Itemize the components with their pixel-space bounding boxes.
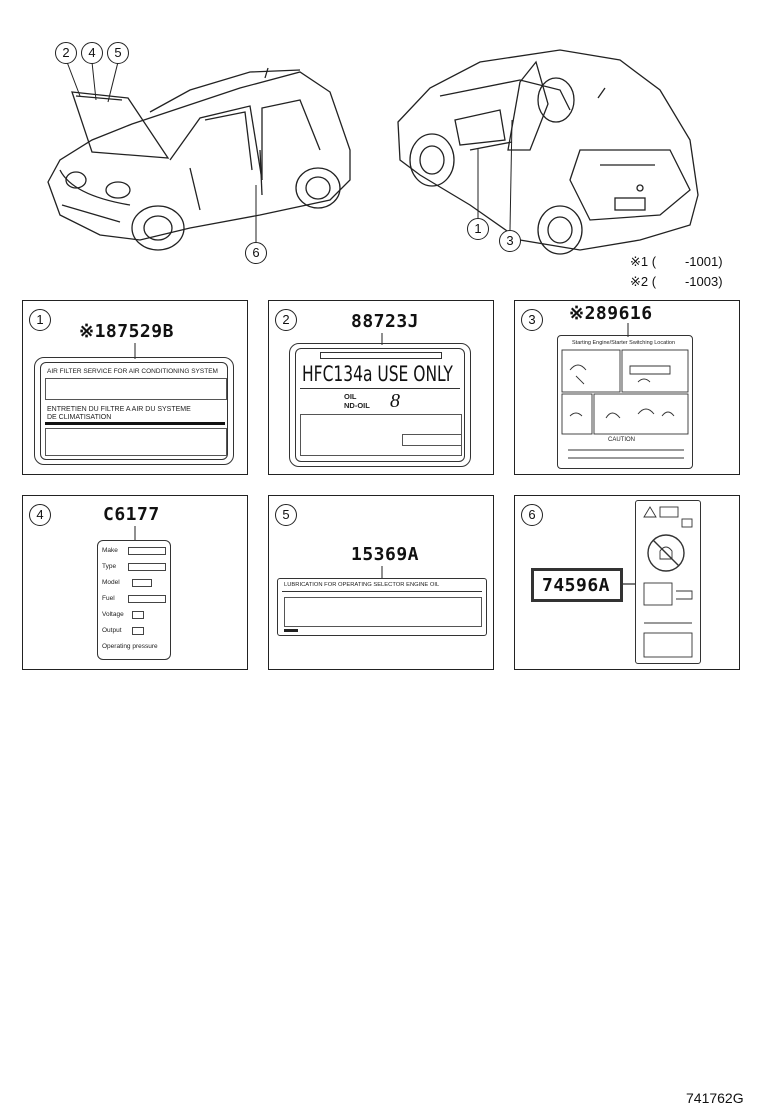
panel-2-oil-number: 8	[390, 390, 400, 412]
callout-4: 4	[81, 42, 103, 64]
panel-2: 2 88723J HFC134a USE ONLY OIL ND-OIL 8	[268, 300, 494, 475]
panel-4-field-operating-pressure: Operating pressure	[102, 643, 158, 650]
panel-6: 6 74596A	[514, 495, 740, 670]
panel-5-leader	[381, 566, 383, 578]
panel-1-label-line-2: ENTRETIEN DU FILTRE A AIR DU SYSTEME	[47, 406, 191, 413]
panel-3-pictograms	[561, 349, 689, 459]
panel-3: 3 ※289616 Starting Engine/Starter Switch…	[514, 300, 740, 475]
panel-4-field-output: Output	[102, 627, 122, 634]
panel-1-part-number: ※187529B	[79, 321, 174, 342]
panel-4-leader	[134, 526, 136, 540]
panel-6-part-box: 74596A	[531, 568, 623, 602]
panel-5-number: 5	[275, 504, 297, 526]
panel-1-label-line-1: AIR FILTER SERVICE FOR AIR CONDITIONING …	[47, 368, 218, 375]
note-1-text: ( -1001)	[651, 254, 723, 269]
callout-6: 6	[245, 242, 267, 264]
panel-2-label: HFC134a USE ONLY OIL ND-OIL 8	[289, 343, 471, 467]
panel-4-field-type: Type	[102, 563, 117, 570]
panel-4-part-number: C6177	[103, 504, 160, 525]
panel-4-field-model: Model	[102, 579, 120, 586]
panel-5-label: LUBRICATION FOR OPERATING SELECTOR ENGIN…	[277, 578, 487, 636]
note-1-mark: ※1	[630, 254, 649, 269]
panel-6-leader	[623, 583, 635, 585]
panel-3-number: 3	[521, 309, 543, 331]
panel-1-label: AIR FILTER SERVICE FOR AIR CONDITIONING …	[34, 357, 234, 465]
callout-5: 5	[107, 42, 129, 64]
figure-code: 741762G	[686, 1090, 744, 1106]
panel-4-label: Make Type Model Fuel Voltage Output Oper…	[97, 540, 171, 660]
callout-1: 1	[467, 218, 489, 240]
panel-6-number: 6	[521, 504, 543, 526]
note-2: ※2 ( -1003)	[630, 274, 723, 290]
panel-3-caution: CAUTION	[608, 437, 635, 443]
panel-2-oil-text: OIL	[344, 392, 357, 401]
note-2-mark: ※2	[630, 274, 649, 289]
panel-4-number: 4	[29, 504, 51, 526]
panel-3-leader	[627, 323, 629, 337]
panel-1-number: 1	[29, 309, 51, 331]
note-2-text: ( -1003)	[651, 274, 723, 289]
panel-3-label: Starting Engine/Starter Switching Locati…	[557, 335, 693, 469]
panel-4-field-voltage: Voltage	[102, 611, 124, 618]
panel-1-leader	[134, 343, 136, 359]
callout-3: 3	[499, 230, 521, 252]
panel-2-part-number: 88723J	[351, 311, 420, 332]
panel-1-label-line-3: DE CLIMATISATION	[47, 414, 112, 421]
panel-3-part-number: ※289616	[569, 303, 653, 324]
panel-5-part-number: 15369A	[351, 544, 420, 565]
rear-car-illustration	[397, 49, 699, 255]
panel-4-field-make: Make	[102, 547, 118, 554]
panel-6-label-graphics	[643, 506, 693, 658]
front-car-illustration	[47, 61, 351, 251]
panel-3-label-header: Starting Engine/Starter Switching Locati…	[572, 340, 676, 346]
panel-2-ndoil-text: ND-OIL	[344, 401, 370, 410]
panel-6-part-number: 74596A	[542, 575, 611, 596]
note-1: ※1 ( -1001)	[630, 254, 723, 270]
panel-4-field-fuel: Fuel	[102, 595, 115, 602]
panel-4: 4 C6177 Make Type Model Fuel Voltage Out…	[22, 495, 248, 670]
panel-5-label-header: LUBRICATION FOR OPERATING SELECTOR ENGIN…	[284, 582, 440, 588]
panel-5: 5 15369A LUBRICATION FOR OPERATING SELEC…	[268, 495, 494, 670]
panel-2-number: 2	[275, 309, 297, 331]
panel-6-label	[635, 500, 701, 664]
panel-2-hfc-text: HFC134a USE ONLY	[302, 362, 453, 386]
panel-1: 1 ※187529B AIR FILTER SERVICE FOR AIR CO…	[22, 300, 248, 475]
callout-2: 2	[55, 42, 77, 64]
